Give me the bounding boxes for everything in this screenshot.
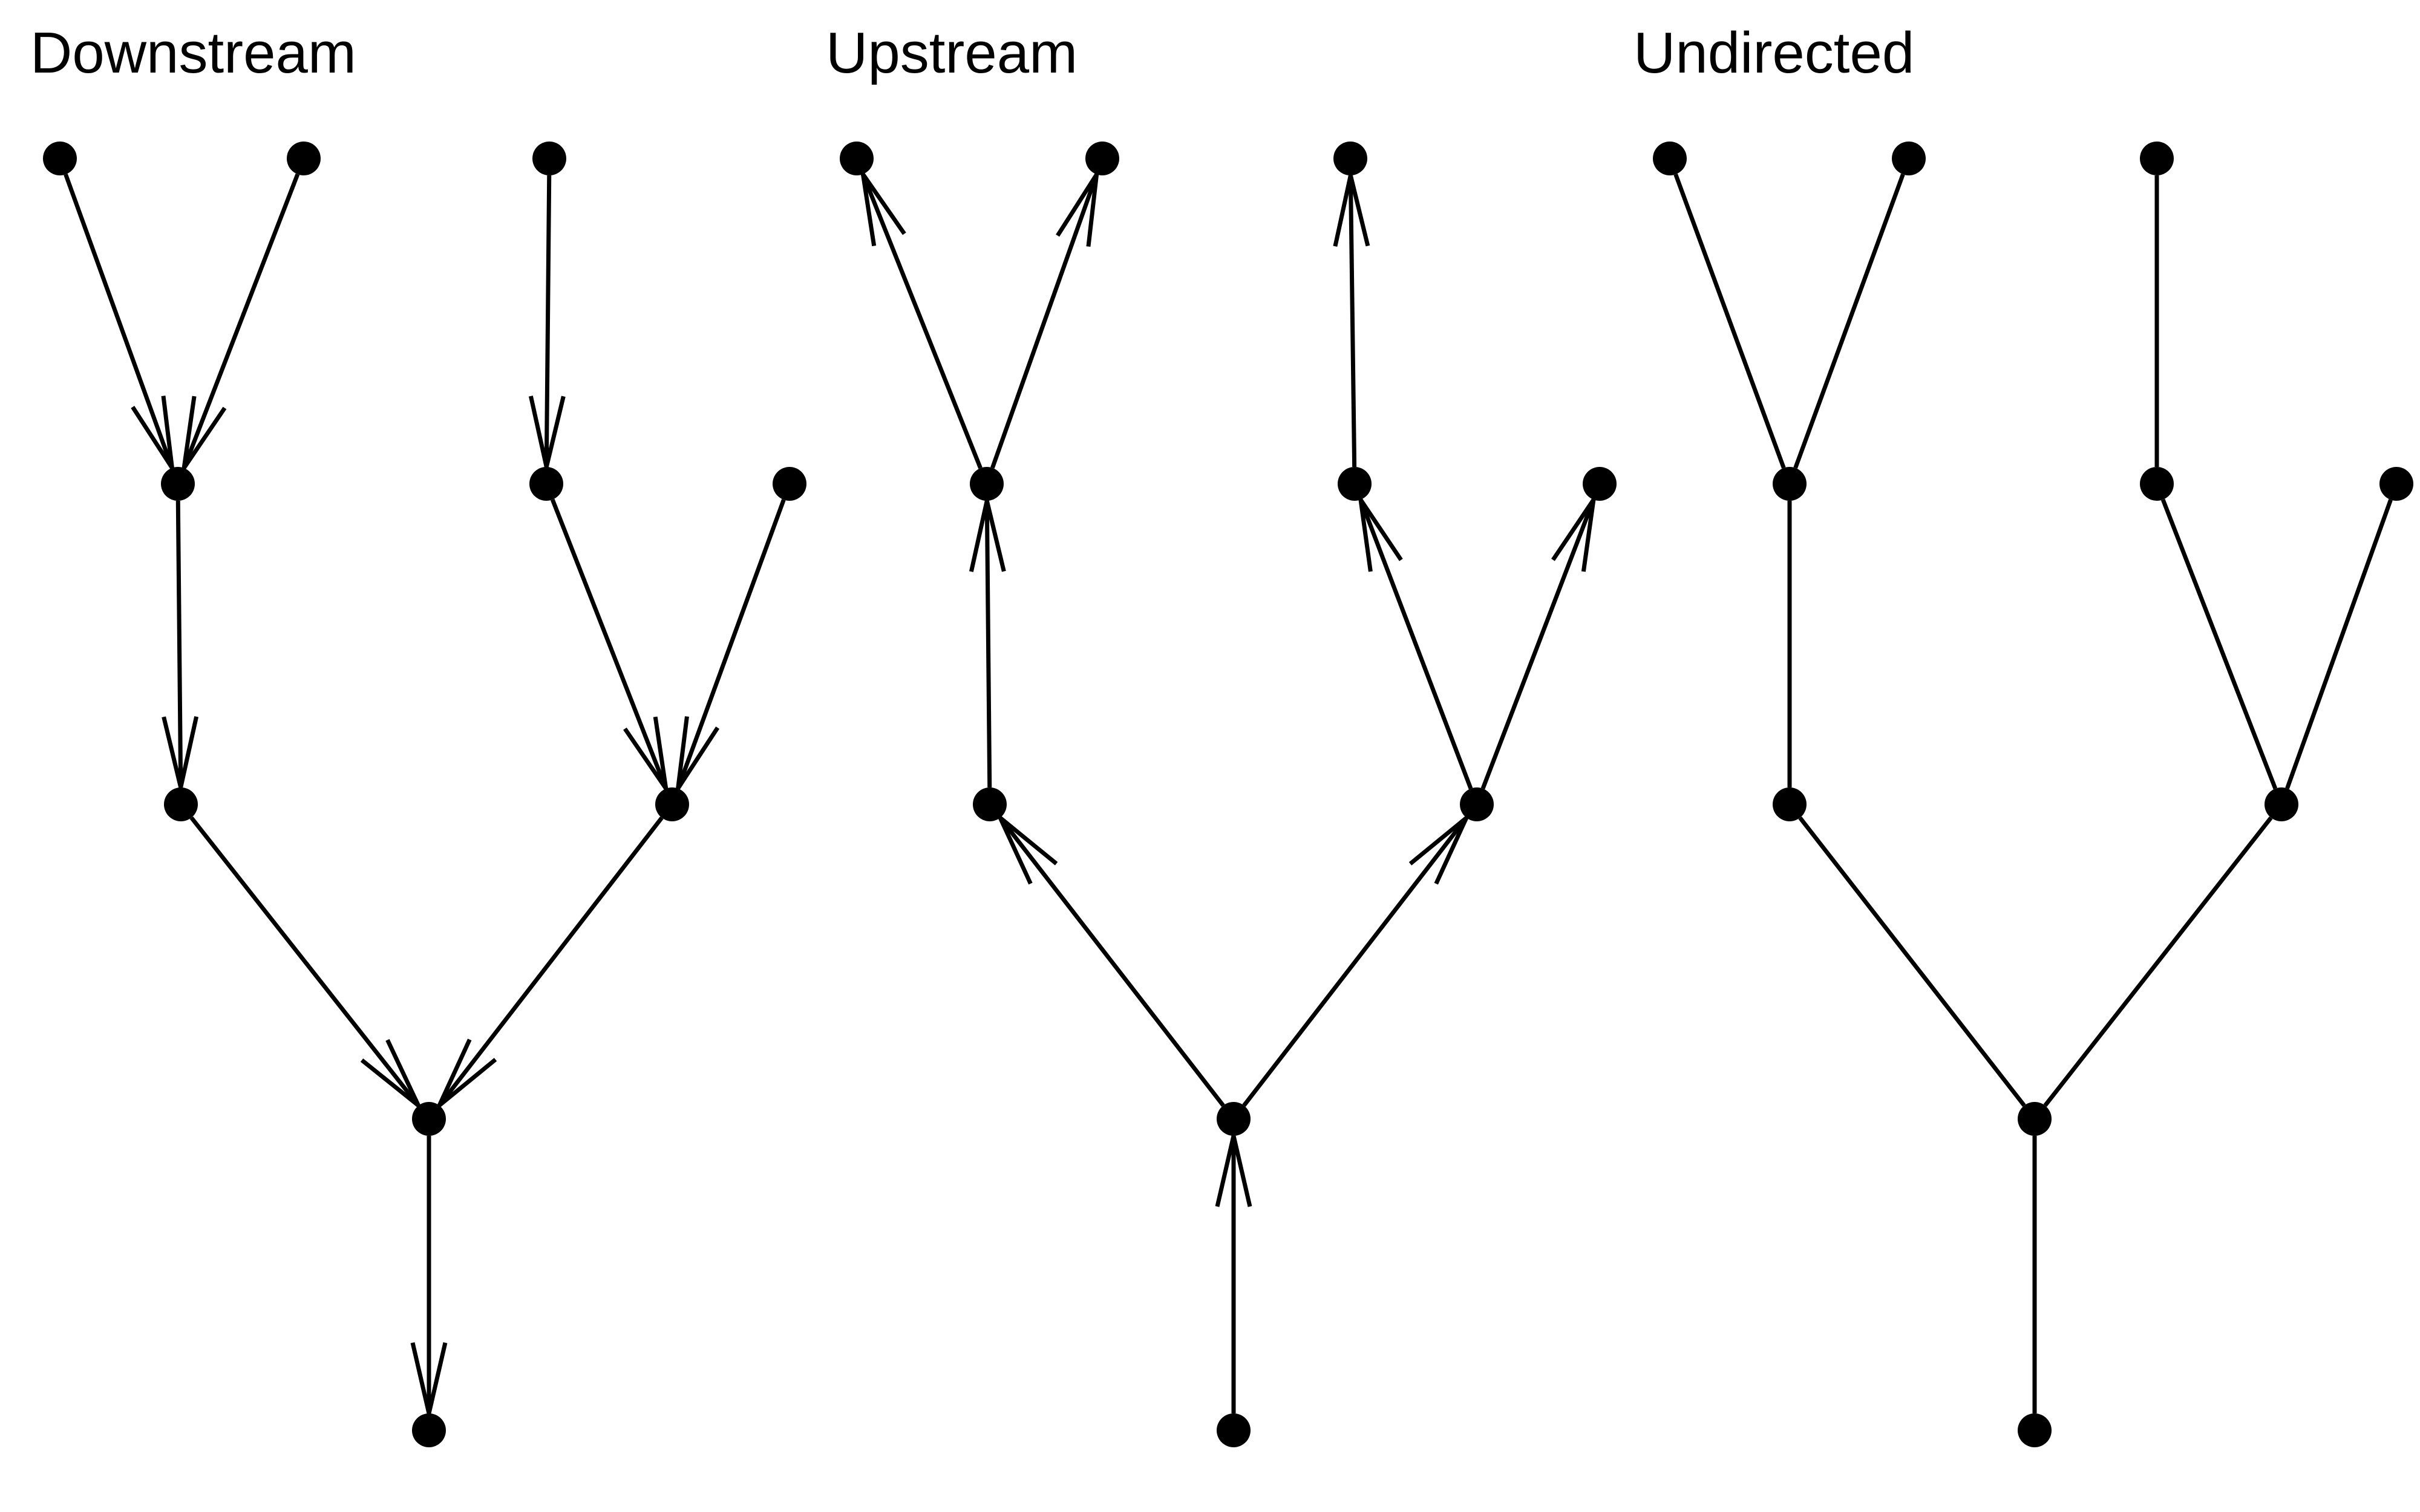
edge-upstream-u8-u5: [1358, 498, 1473, 790]
graph-node-undirected-n2[interactable]: [1892, 142, 1926, 175]
edge-undirected-n5-n8: [2160, 498, 2278, 790]
edge-downstream-d1-d4: [64, 174, 174, 469]
panel-label-downstream: Downstream: [30, 21, 356, 85]
graph-node-undirected-n6[interactable]: [2379, 467, 2413, 501]
edge-downstream-d4-d7: [175, 500, 183, 788]
arrowhead-upstream-u8-u6: [1551, 498, 1596, 572]
graph-node-downstream-d5[interactable]: [529, 467, 563, 501]
graph-node-upstream-u8[interactable]: [1460, 787, 1494, 821]
edge-upstream-u4-u2: [990, 174, 1099, 469]
graph-node-upstream-u1[interactable]: [840, 142, 874, 175]
graph-node-undirected-n9[interactable]: [2018, 1102, 2052, 1136]
graph-node-undirected-n3[interactable]: [2140, 142, 2174, 175]
edge-upstream-u9-u8: [1242, 816, 1468, 1107]
graph-node-undirected-n4[interactable]: [1773, 467, 1807, 501]
graph-node-downstream-d8[interactable]: [655, 787, 689, 821]
graph-node-undirected-n8[interactable]: [2265, 787, 2298, 821]
graph-node-downstream-d6[interactable]: [773, 467, 806, 501]
graph-node-undirected-n7[interactable]: [1773, 787, 1807, 821]
graph-node-downstream-d4[interactable]: [161, 467, 195, 501]
edge-upstream-u9-u7: [998, 816, 1225, 1107]
edge-undirected-n2-n4: [1793, 174, 1905, 469]
arrowhead-downstream-d2-d4: [182, 396, 227, 469]
graph-node-upstream-u3[interactable]: [1333, 142, 1367, 175]
arrowhead-upstream-u9-u8: [1408, 816, 1469, 885]
edge-undirected-n7-n9: [1798, 816, 2026, 1107]
graph-node-upstream-u6[interactable]: [1583, 467, 1617, 501]
nodes-group: [43, 142, 2413, 1447]
edge-downstream-d8-d9: [437, 816, 664, 1107]
arrowhead-upstream-u7-u4: [969, 500, 1006, 572]
edge-upstream-u7-u4: [984, 500, 992, 788]
edge-downstream-d5-d8: [550, 498, 669, 790]
arrowhead-downstream-d6-d8: [676, 716, 720, 790]
panel-label-upstream: Upstream: [826, 21, 1078, 85]
graph-node-upstream-u7[interactable]: [973, 787, 1007, 821]
edge-upstream-u4-u1: [861, 173, 983, 469]
arrowhead-upstream-u8-u5: [1358, 498, 1403, 572]
arrowhead-downstream-d4-d7: [162, 716, 199, 788]
graph-node-upstream-u5[interactable]: [1338, 467, 1372, 501]
edge-undirected-n1-n4: [1673, 174, 1786, 469]
graph-node-upstream-u4[interactable]: [970, 467, 1004, 501]
graph-node-downstream-d10[interactable]: [412, 1413, 446, 1447]
graph-node-upstream-u2[interactable]: [1085, 142, 1119, 175]
graph-node-undirected-n10[interactable]: [2018, 1413, 2052, 1447]
edge-undirected-n6-n8: [2285, 499, 2393, 789]
graph-node-undirected-n5[interactable]: [2140, 467, 2174, 501]
graph-node-downstream-d3[interactable]: [532, 142, 566, 175]
graph-node-upstream-u10[interactable]: [1217, 1413, 1251, 1447]
edges-group: [64, 173, 2393, 1414]
edge-upstream-u8-u6: [1480, 498, 1596, 790]
edge-downstream-d2-d4: [182, 173, 300, 469]
edge-upstream-u5-u3: [1348, 175, 1357, 468]
graph-node-downstream-d1[interactable]: [43, 142, 77, 175]
arrowhead-downstream-d5-d8: [623, 716, 669, 790]
edge-undirected-n8-n9: [2043, 816, 2273, 1107]
graph-node-downstream-d7[interactable]: [164, 787, 198, 821]
arrowhead-downstream-d1-d4: [131, 396, 174, 469]
graph-node-undirected-n1[interactable]: [1653, 142, 1687, 175]
graph-node-downstream-d9[interactable]: [412, 1102, 446, 1136]
panel-label-undirected: Undirected: [1634, 21, 1915, 85]
graph-node-upstream-u9[interactable]: [1217, 1102, 1251, 1136]
arrowhead-upstream-u4-u1: [860, 173, 906, 247]
graph-node-downstream-d2[interactable]: [287, 142, 321, 175]
edge-downstream-d7-d9: [189, 816, 420, 1107]
edge-downstream-d3-d5: [544, 175, 552, 468]
edge-downstream-d6-d8: [676, 499, 786, 789]
